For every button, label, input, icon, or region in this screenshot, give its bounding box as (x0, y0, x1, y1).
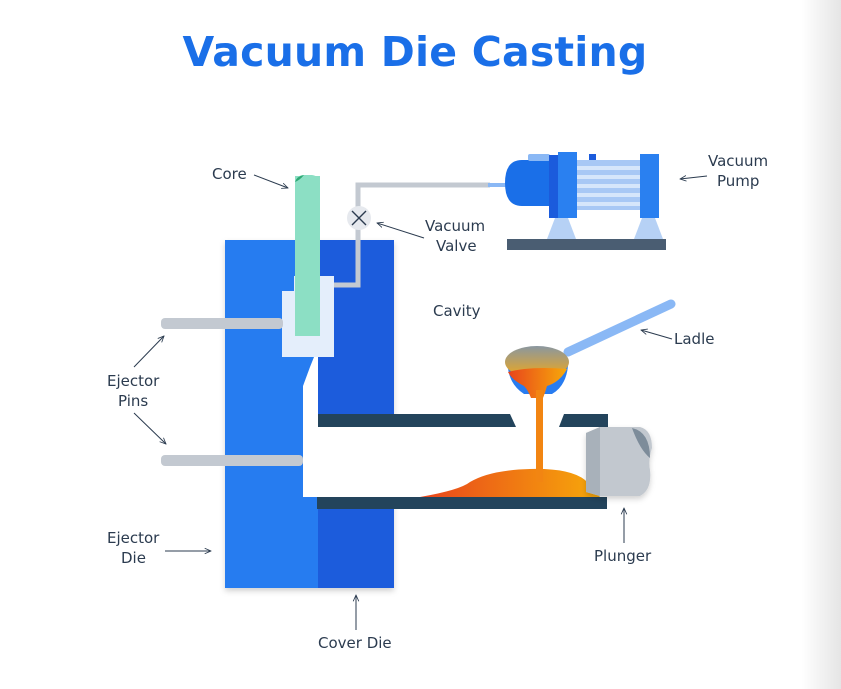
molten-metal-pool (420, 468, 600, 497)
label-ejector-die-2: Die (121, 549, 146, 567)
arrow-core (253, 174, 288, 188)
shot-chamber-top-left (318, 414, 516, 427)
label-vacuum-valve-1: Vacuum (425, 217, 485, 235)
shot-chamber-top-right (559, 414, 608, 427)
arrow-ejector-pin-upper (133, 336, 164, 368)
label-ejector-pins-2: Pins (118, 392, 148, 410)
page-edge-shadow (801, 0, 841, 689)
arrow-ladle (641, 330, 673, 340)
core (295, 175, 320, 336)
label-cavity: Cavity (433, 302, 481, 320)
label-ladle: Ladle (674, 330, 714, 348)
arrow-vacuum-pump (680, 176, 708, 179)
valve-x-icon (351, 210, 367, 226)
vacuum-valve (347, 206, 371, 230)
diagram-title: Vacuum Die Casting (182, 28, 648, 76)
label-core: Core (212, 165, 247, 183)
plunger (586, 427, 652, 496)
ladle-bowl (505, 346, 569, 398)
vacuum-pump (505, 152, 666, 250)
label-ejector-die-1: Ejector (107, 529, 160, 547)
gate-channel (303, 357, 318, 497)
ejector-pin-lower (161, 455, 303, 466)
die-block (225, 240, 394, 588)
label-cover-die: Cover Die (318, 634, 392, 652)
label-ejector-pins-1: Ejector (107, 372, 160, 390)
label-plunger: Plunger (594, 547, 652, 565)
label-vacuum-valve-2: Valve (436, 237, 477, 255)
ejector-pin-upper (161, 318, 283, 329)
vacuum-pipe (334, 182, 490, 288)
arrow-vacuum-valve (377, 223, 425, 239)
label-vacuum-pump-2: Pump (717, 172, 759, 190)
pump-base (507, 239, 666, 250)
molten-metal-stream (536, 390, 543, 482)
shot-chamber-bottom (317, 497, 607, 509)
arrow-ejector-pin-lower (133, 412, 166, 444)
ladle-handle (563, 299, 676, 357)
label-vacuum-pump-1: Vacuum (708, 152, 768, 170)
